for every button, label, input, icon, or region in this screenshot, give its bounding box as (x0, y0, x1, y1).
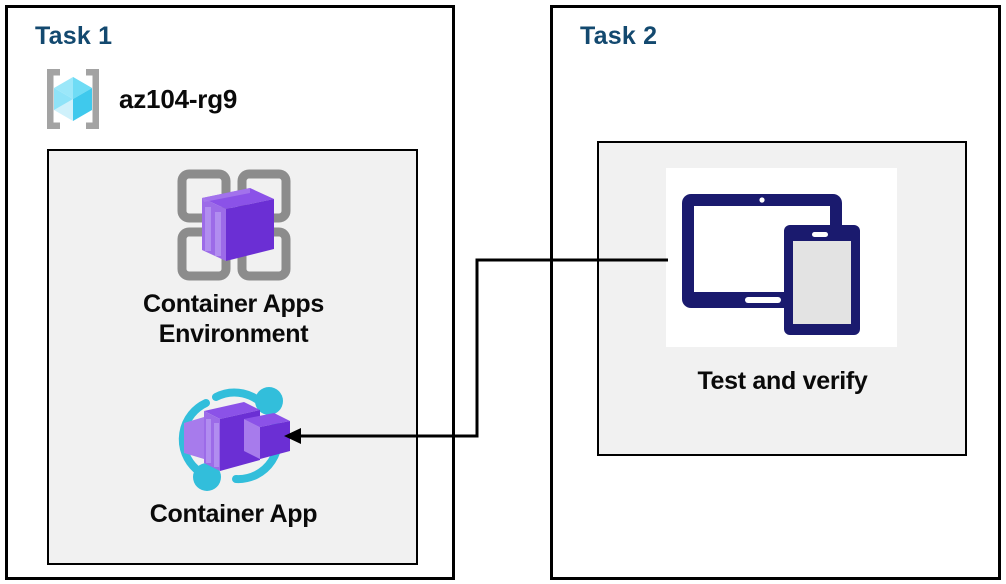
task-1-title: Task 1 (35, 22, 113, 50)
devices-tablet-phone-icon (666, 168, 897, 347)
task-1-panel: Task 1 a (5, 5, 455, 580)
resource-group-icon (41, 64, 105, 134)
container-apps-environment-label-line2: Environment (158, 319, 309, 348)
resource-group-label: az104-rg9 (119, 83, 238, 114)
task-2-title: Task 2 (580, 22, 658, 50)
container-apps-environment-block: Container Apps Environment (71, 160, 396, 349)
container-apps-environment-icon (71, 160, 396, 290)
container-apps-environment-label-line1: Container Apps (143, 290, 324, 318)
test-and-verify-label: Test and verify (697, 367, 868, 395)
container-app-block: Container App (71, 376, 396, 530)
container-app-label: Container App (149, 500, 318, 528)
resource-group-row: az104-rg9 (41, 64, 237, 134)
container-app-icon (71, 376, 396, 500)
test-and-verify-label-wrap: Test and verify (620, 367, 945, 397)
